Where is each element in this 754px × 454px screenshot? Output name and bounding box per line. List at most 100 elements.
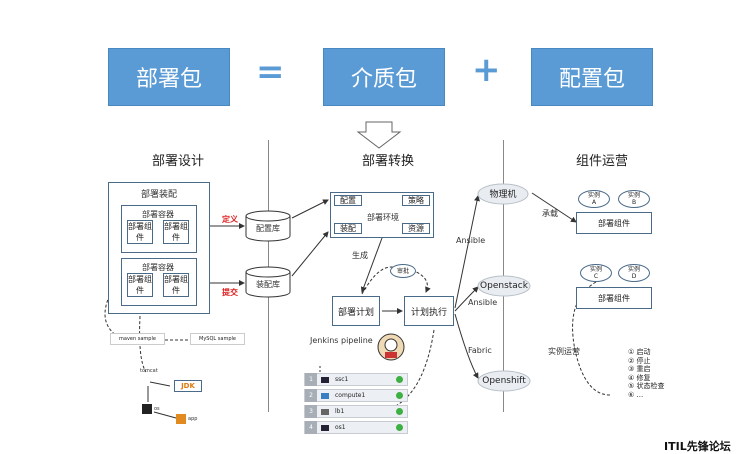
- component-2b: 部署组件: [163, 273, 189, 297]
- equals-sign: =: [256, 52, 285, 92]
- check-icon: [396, 376, 403, 383]
- component-1b-label: 部署组件: [164, 222, 188, 242]
- assembly-repo-cylinder: [245, 266, 291, 298]
- openstack-cloud: Openstack: [476, 273, 532, 299]
- tree-jdk: JDK: [174, 380, 202, 392]
- container-1-label: 部署容器: [142, 210, 174, 219]
- jenkins-icon: [377, 333, 405, 361]
- check-icon: [396, 424, 403, 431]
- carry-label: 承载: [542, 209, 558, 218]
- tree-jdk-label: JDK: [181, 382, 195, 390]
- env-policy: 策略: [402, 195, 430, 206]
- generate-label: 生成: [352, 251, 368, 260]
- server-1-name: ssc1: [335, 376, 349, 383]
- env-assembly: 装配: [334, 223, 362, 234]
- instance-a-id: A: [591, 199, 597, 206]
- component-box-2-label: 部署组件: [598, 293, 630, 303]
- watermark: ITIL先锋论坛: [664, 440, 731, 453]
- ops-action-list: ① 启动 ② 停止 ③ 重启 ④ 修复 ⑤ 状态检查 ⑥ ...: [628, 348, 665, 400]
- down-arrow-icon: [356, 121, 402, 149]
- instance-d-label: 实例: [627, 266, 640, 273]
- component-1a: 部署组件: [127, 220, 153, 244]
- ops-action-item: ⑤ 状态检查: [628, 382, 665, 391]
- plus-sign: +: [472, 50, 501, 90]
- config-repo-cylinder: [245, 210, 291, 242]
- server-2-icon: [321, 392, 329, 399]
- ops-action-item: ① 启动: [628, 348, 651, 356]
- sample-mysql-label: MySQL sample: [199, 336, 236, 342]
- instance-b-id: B: [631, 199, 637, 206]
- env-assembly-label: 装配: [340, 224, 356, 233]
- column-header-transform: 部署转换: [362, 154, 415, 169]
- openshift-label: Openshift: [482, 376, 526, 386]
- server-1-icon: [321, 376, 329, 383]
- server-3-name: lb1: [335, 408, 345, 415]
- assembly-label: 部署装配: [141, 190, 178, 200]
- instance-c-id: C: [593, 273, 599, 280]
- instance-c-label: 实例: [589, 266, 602, 273]
- fabric-label: Fabric: [468, 346, 492, 355]
- instance-b-label: 实例: [627, 192, 640, 199]
- server-4-num: 4: [305, 421, 317, 434]
- server-row-3: 3 lb1: [304, 405, 408, 418]
- sample-mysql: MySQL sample: [190, 333, 245, 345]
- server-2-name: compute1: [335, 392, 366, 399]
- ops-action-item: ④ 修复: [628, 373, 651, 382]
- container-2-label: 部署容器: [142, 263, 174, 272]
- os-icon: [142, 404, 152, 414]
- component-box-2: 部署组件: [576, 287, 652, 309]
- approve-node: 审批: [390, 264, 416, 278]
- instance-a-label: 实例: [587, 192, 600, 199]
- server-row-1: 1 ssc1: [304, 373, 408, 386]
- server-3-icon: [321, 408, 329, 415]
- env-config-label: 配置: [340, 196, 356, 205]
- component-2a: 部署组件: [127, 273, 153, 297]
- column-header-design: 部署设计: [152, 154, 205, 169]
- config-package-box: 配置包: [531, 48, 653, 106]
- component-box-1-label: 部署组件: [598, 218, 630, 228]
- env-policy-label: 策略: [408, 196, 424, 205]
- tree-os-label: os: [154, 406, 160, 412]
- submit-label: 提交: [222, 288, 238, 297]
- deployment-package-box: 部署包: [108, 48, 230, 106]
- ops-action-item: ② 停止: [628, 356, 651, 365]
- tree-root-label: tomcat: [140, 368, 158, 374]
- ops-action-item: ⑥ ...: [628, 390, 644, 399]
- env-label: 部署环境: [367, 213, 399, 222]
- physical-label: 物理机: [489, 189, 517, 200]
- server-row-2: 2 compute1: [304, 389, 408, 402]
- ansible-label-2: Ansible: [468, 298, 498, 307]
- define-label: 定义: [222, 215, 238, 224]
- execute-label: 计划执行: [410, 307, 447, 318]
- app-icon: [176, 414, 186, 424]
- plan-execution-box: 计划执行: [404, 296, 454, 326]
- deployment-plan-box: 部署计划: [332, 296, 380, 326]
- media-package-box: 介质包: [323, 48, 445, 106]
- openstack-label: Openstack: [480, 281, 528, 291]
- server-4-icon: [321, 424, 329, 431]
- server-1-num: 1: [305, 373, 317, 386]
- component-2a-label: 部署组件: [128, 275, 152, 295]
- sample-maven: maven sample: [110, 333, 165, 345]
- server-4-name: os1: [335, 424, 346, 431]
- server-2-num: 2: [305, 389, 317, 402]
- jenkins-label: Jenkins pipeline: [310, 336, 373, 345]
- component-box-1: 部署组件: [576, 212, 652, 234]
- component-2b-label: 部署组件: [164, 275, 188, 295]
- instance-ops-label: 实例运营: [548, 347, 580, 356]
- config-repo-label: 配置库: [256, 224, 280, 233]
- server-row-4: 4 os1: [304, 421, 408, 434]
- check-icon: [396, 392, 403, 399]
- component-1b: 部署组件: [163, 220, 189, 244]
- server-3-num: 3: [305, 405, 317, 418]
- sample-maven-label: maven sample: [119, 336, 156, 342]
- tree-app-label: app: [188, 416, 198, 422]
- check-icon: [396, 408, 403, 415]
- ansible-label-1: Ansible: [456, 236, 486, 245]
- plan-label: 部署计划: [337, 307, 374, 318]
